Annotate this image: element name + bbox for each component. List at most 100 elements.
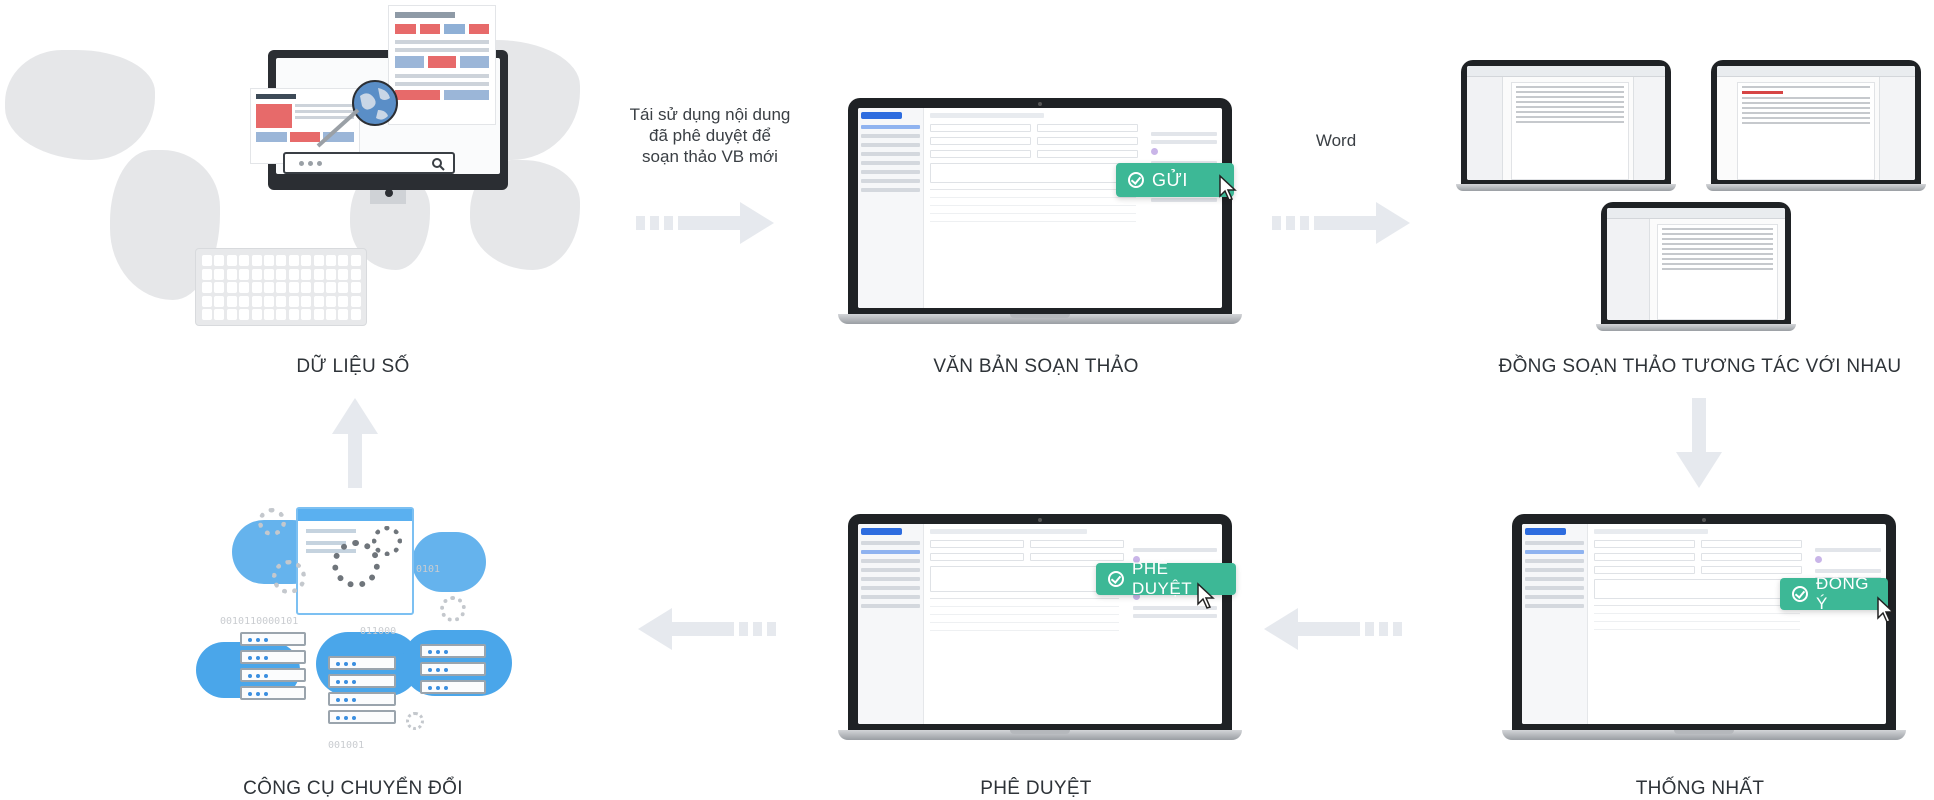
approve-button[interactable]: PHÊ DUYỆT xyxy=(1096,559,1236,598)
arrow-down-icon xyxy=(1676,398,1722,488)
keyboard-key xyxy=(288,295,299,307)
server-icon xyxy=(328,692,396,706)
keyboard-key xyxy=(301,255,312,266)
keyboard-key xyxy=(288,255,299,266)
cursor-icon xyxy=(1219,174,1237,201)
keyboard xyxy=(195,248,367,326)
arrow-right-icon xyxy=(1272,202,1410,244)
power-button-icon xyxy=(385,189,393,197)
globe-icon xyxy=(352,80,398,126)
app-screen xyxy=(858,108,1222,308)
gear-icon xyxy=(332,540,380,588)
keyboard-key xyxy=(251,309,262,320)
keyboard-key xyxy=(202,255,212,266)
keyboard-key xyxy=(226,268,237,280)
keyboard-key xyxy=(288,268,299,280)
caption-approval: PHÊ DUYỆT xyxy=(980,778,1092,799)
binary-text: 011000 xyxy=(360,626,397,637)
keyboard-key xyxy=(338,295,349,307)
keyboard-key xyxy=(288,282,299,293)
gear-icon xyxy=(406,712,424,730)
keyboard-key xyxy=(264,309,274,320)
approval-laptop xyxy=(838,514,1242,742)
keyboard-key xyxy=(313,282,324,293)
keyboard-key xyxy=(288,309,299,320)
keyboard-key xyxy=(313,268,324,280)
keyboard-key xyxy=(276,255,287,266)
server-icon xyxy=(240,632,306,646)
keyboard-key xyxy=(239,295,250,307)
keyboard-key xyxy=(251,282,262,293)
server-icon xyxy=(420,662,486,676)
arrow-right-icon xyxy=(636,202,774,244)
keyboard-key xyxy=(214,268,225,280)
cursor-icon xyxy=(1877,596,1895,623)
laptop-base xyxy=(838,314,1242,324)
word-note: Word xyxy=(1315,131,1357,150)
keyboard-key xyxy=(350,255,361,266)
word-laptop xyxy=(1706,60,1926,192)
binary-text: 001001 xyxy=(328,740,365,751)
monitor-stand xyxy=(370,190,406,204)
arrow-up-icon xyxy=(332,398,378,488)
gear-icon xyxy=(258,508,286,536)
keyboard-key xyxy=(214,309,225,320)
cursor-icon xyxy=(1197,582,1215,609)
reuse-note-line: Tái sử dụng nội dung xyxy=(629,105,791,124)
keyboard-key xyxy=(276,295,287,307)
keyboard-key xyxy=(350,309,361,320)
reuse-note-line: soạn thảo VB mới xyxy=(642,147,778,166)
server-icon xyxy=(328,674,396,688)
keyboard-key xyxy=(301,309,312,320)
keyboard-key xyxy=(313,295,324,307)
keyboard-key xyxy=(202,282,212,293)
keyboard-key xyxy=(202,295,212,307)
gear-icon xyxy=(440,596,466,622)
server-icon xyxy=(240,668,306,682)
keyboard-key xyxy=(226,295,237,307)
keyboard-key xyxy=(338,282,349,293)
check-circle-icon xyxy=(1792,586,1808,602)
keyboard-key xyxy=(350,282,361,293)
server-icon xyxy=(420,680,486,694)
keyboard-key xyxy=(276,309,287,320)
keyboard-key xyxy=(202,268,212,280)
keyboard-key xyxy=(239,255,250,266)
search-icon xyxy=(432,158,445,171)
keyboard-key xyxy=(338,309,349,320)
cloud-icon xyxy=(412,532,486,592)
laptop-lid xyxy=(848,98,1232,316)
caption-co-drafting: ĐỒNG SOẠN THẢO TƯƠNG TÁC VỚI NHAU xyxy=(1498,356,1902,377)
keyboard-key xyxy=(301,295,312,307)
agree-button[interactable]: ĐỒNG Ý xyxy=(1780,574,1888,613)
keyboard-key xyxy=(239,268,250,280)
keyboard-key xyxy=(214,282,225,293)
keyboard-key xyxy=(239,282,250,293)
webpage-panel xyxy=(250,88,360,164)
keyboard-key xyxy=(301,268,312,280)
binary-text: 0010110000101 xyxy=(220,616,299,627)
gear-icon xyxy=(372,526,402,556)
send-button[interactable]: GỬI xyxy=(1116,163,1234,197)
keyboard-key xyxy=(313,309,324,320)
keyboard-key xyxy=(326,309,336,320)
search-bar xyxy=(283,152,455,174)
agreement-laptop xyxy=(1502,514,1906,742)
keyboard-key xyxy=(276,282,287,293)
server-icon xyxy=(328,710,396,724)
server-icon xyxy=(420,644,486,658)
magnifier-icon xyxy=(316,108,360,148)
caption-drafting: VĂN BẢN SOẠN THẢO xyxy=(933,356,1139,377)
keyboard-key xyxy=(350,268,361,280)
keyboard-key xyxy=(251,255,262,266)
keyboard-key xyxy=(326,268,336,280)
keyboard-key xyxy=(264,255,274,266)
webpage-panel xyxy=(388,5,496,125)
agree-button-label: ĐỒNG Ý xyxy=(1816,574,1869,613)
keyboard-key xyxy=(301,282,312,293)
caption-digital-data: DỮ LIỆU SỐ xyxy=(296,356,410,377)
approve-button-label: PHÊ DUYỆT xyxy=(1132,559,1193,598)
gear-icon xyxy=(272,560,306,594)
check-circle-icon xyxy=(1128,172,1144,188)
